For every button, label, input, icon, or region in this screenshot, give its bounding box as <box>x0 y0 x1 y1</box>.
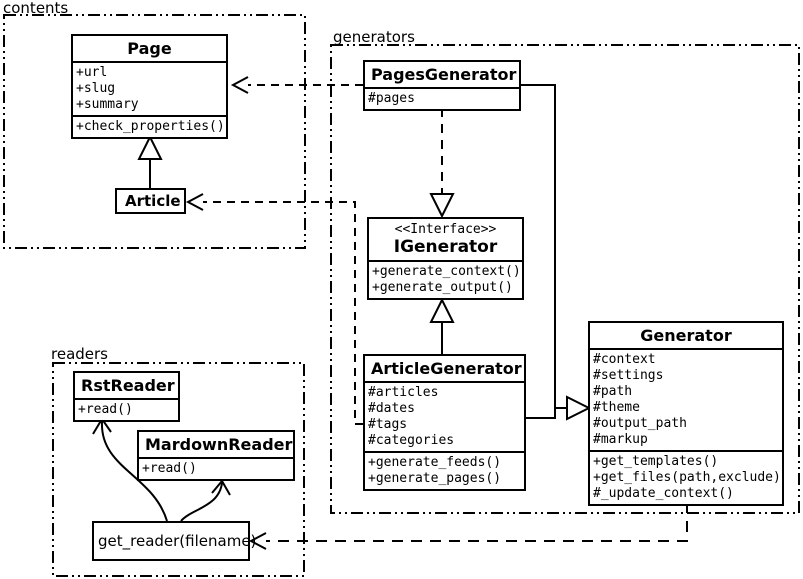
attribute: #settings <box>593 368 664 383</box>
inheritance-generators-to-generator <box>521 84 592 421</box>
class-articlegenerator: ArticleGenerator #articles #dates #tags … <box>363 354 526 491</box>
attribute: #output_path <box>593 416 687 431</box>
operation: +read() <box>78 402 133 417</box>
function-box-label: get_reader(filename) <box>98 532 257 550</box>
operation: #_update_context() <box>593 486 734 501</box>
class-mardownreader: MardownReader +read() <box>137 430 295 481</box>
class-page: Page +url +slug +summary +check_properti… <box>71 34 228 139</box>
generators-package-border <box>330 44 800 514</box>
attribute: +slug <box>76 81 116 96</box>
package-label-generators: generators <box>333 28 415 46</box>
class-articlegenerator-title: ArticleGenerator <box>371 359 522 378</box>
class-rstreader: RstReader +read() <box>73 371 180 422</box>
class-generator-attributes: #context #settings #path #theme #output_… <box>590 348 782 450</box>
attribute: #tags <box>368 417 408 432</box>
inheritance-articlegenerator-to-igenerator <box>429 297 455 354</box>
interface-igenerator-title: <<Interface>> IGenerator <box>369 219 522 260</box>
class-pagesgenerator-attributes: #pages <box>365 87 519 109</box>
class-generator: Generator #context #settings #path #them… <box>588 321 784 506</box>
operation: +generate_context() <box>372 264 521 279</box>
attribute: +url <box>76 65 108 80</box>
attribute: #path <box>593 384 633 399</box>
class-article: Article <box>115 188 186 214</box>
operation: +check_properties() <box>76 119 225 134</box>
dependency-articlegenerator-to-article <box>185 193 363 425</box>
class-mardownreader-operations: +read() <box>139 457 293 479</box>
package-label-readers: readers <box>51 345 108 363</box>
inheritance-article-to-page <box>137 134 163 188</box>
class-article-title: Article <box>125 192 181 210</box>
readers-package-border <box>52 362 305 577</box>
interface-igenerator-operations: +generate_context() +generate_output() <box>369 260 522 298</box>
interface-name: IGenerator <box>393 237 498 257</box>
operation: +generate_pages() <box>368 471 502 486</box>
attribute: #context <box>593 352 656 367</box>
operation: +get_files(path,exclude) <box>593 470 781 485</box>
class-rstreader-title: RstReader <box>81 376 175 395</box>
class-page-attributes: +url +slug +summary <box>73 61 226 115</box>
attribute: #categories <box>368 433 455 448</box>
class-mardownreader-title: MardownReader <box>145 435 293 454</box>
class-pagesgenerator-title: PagesGenerator <box>371 65 517 84</box>
attribute: +summary <box>76 97 139 112</box>
attribute: #articles <box>368 385 439 400</box>
attribute: #pages <box>368 91 415 106</box>
operation: +read() <box>142 461 197 476</box>
dependency-pagesgenerator-to-page <box>230 76 363 94</box>
interface-stereotype: <<Interface>> <box>394 222 497 237</box>
class-generator-operations: +get_templates() +get_files(path,exclude… <box>590 450 782 504</box>
class-generator-title: Generator <box>640 326 732 345</box>
class-articlegenerator-operations: +generate_feeds() +generate_pages() <box>365 451 524 489</box>
call-getreader-to-mardownreader <box>180 479 231 522</box>
class-page-operations: +check_properties() <box>73 115 226 137</box>
class-pagesgenerator: PagesGenerator #pages <box>363 60 521 111</box>
contents-package-border <box>3 14 306 249</box>
class-rstreader-operations: +read() <box>75 398 178 420</box>
attribute: #theme <box>593 400 640 415</box>
class-page-title: Page <box>127 39 172 58</box>
operation: +generate_feeds() <box>368 455 502 470</box>
class-articlegenerator-attributes: #articles #dates #tags #categories <box>365 381 524 451</box>
operation: +get_templates() <box>593 454 719 469</box>
attribute: #dates <box>368 401 415 416</box>
attribute: #markup <box>593 432 648 447</box>
dependency-generator-to-getreader <box>248 502 688 550</box>
package-label-contents: contents <box>3 0 69 17</box>
function-box-get-reader: get_reader(filename) <box>92 521 257 561</box>
operation: +generate_output() <box>372 280 513 295</box>
realization-pagesgenerator-to-igenerator <box>429 108 455 219</box>
interface-igenerator: <<Interface>> IGenerator +generate_conte… <box>367 217 524 300</box>
